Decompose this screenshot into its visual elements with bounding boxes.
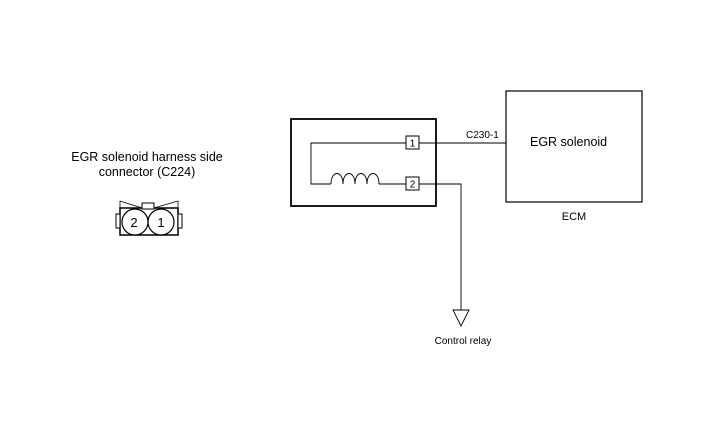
solenoid-pin-2-label: 2 — [410, 180, 416, 191]
solenoid-pin-2-box — [405, 176, 420, 191]
solenoid-pin-1-box — [405, 135, 420, 150]
connector-pin-label: 2 — [130, 215, 137, 230]
connector-pin-cavity — [147, 208, 175, 236]
ground-arrow-icon — [452, 309, 470, 328]
ecm-box — [505, 90, 643, 203]
harness-connector-face: 2 1 — [115, 200, 183, 236]
connector-guide-right — [153, 200, 179, 209]
connector-title-line2: connector (C224) — [99, 165, 196, 179]
ecm-caption: ECM — [562, 211, 586, 223]
wire-connector-label: C230-1 — [466, 130, 499, 141]
solenoid-housing — [290, 118, 437, 207]
coil-icon — [330, 173, 380, 185]
coil-wire-top — [310, 142, 406, 185]
connector-side-tab-right — [177, 213, 183, 229]
egr-solenoid-component: 1 2 — [290, 118, 437, 207]
connector-side-tab-left — [115, 213, 121, 229]
wire-to-control-relay — [419, 183, 462, 310]
connector-title-line1: EGR solenoid harness side — [71, 150, 223, 164]
connector-latch — [141, 202, 155, 210]
connector-guide-left — [119, 200, 143, 209]
solenoid-pin-1-label: 1 — [410, 139, 416, 150]
connector-pin-label: 1 — [157, 215, 164, 230]
ecm-component: EGR solenoid ECM — [505, 90, 643, 223]
ecm-internal-label: EGR solenoid — [530, 135, 607, 149]
control-relay-label: Control relay — [435, 336, 492, 347]
